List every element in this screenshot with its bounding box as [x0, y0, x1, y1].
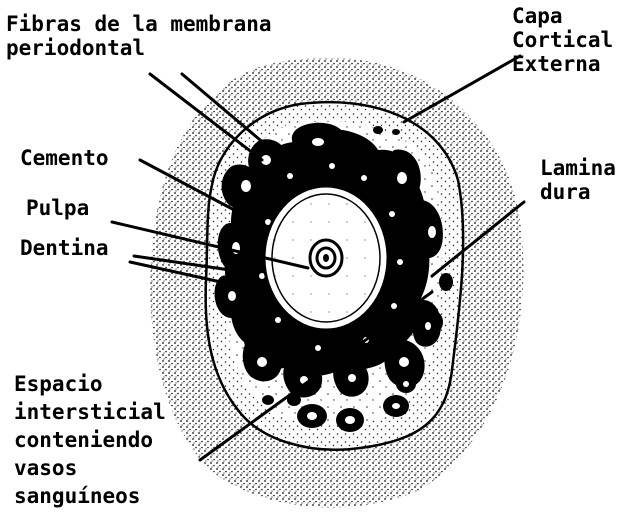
label-fibras: Fibras de la membrana periodontal	[6, 12, 272, 60]
label-lamina-line2: dura	[540, 180, 616, 204]
label-capa: Capa Cortical Externa	[512, 4, 613, 76]
label-espacio-line2: intersticial	[14, 398, 166, 426]
label-espacio-line1: Espacio	[14, 370, 166, 398]
label-fibras-line2: periodontal	[6, 36, 272, 60]
label-lamina-line1: Lamina	[540, 156, 616, 180]
label-capa-line1: Capa	[512, 4, 613, 28]
label-cemento: Cemento	[20, 146, 109, 170]
label-fibras-line1: Fibras de la membrana	[6, 12, 272, 36]
pulp-center-core	[323, 254, 329, 262]
label-espacio: Espacio intersticial conteniendo vasos s…	[14, 370, 166, 510]
label-espacio-line3: conteniendo	[14, 426, 166, 454]
label-capa-line2: Cortical	[512, 28, 613, 52]
label-espacio-line4: vasos	[14, 454, 166, 482]
label-pulpa: Pulpa	[26, 196, 89, 220]
label-lamina: Lamina dura	[540, 156, 616, 204]
label-espacio-line5: sanguíneos	[14, 482, 166, 510]
label-capa-line3: Externa	[512, 52, 613, 76]
label-dentina: Dentina	[20, 236, 109, 260]
